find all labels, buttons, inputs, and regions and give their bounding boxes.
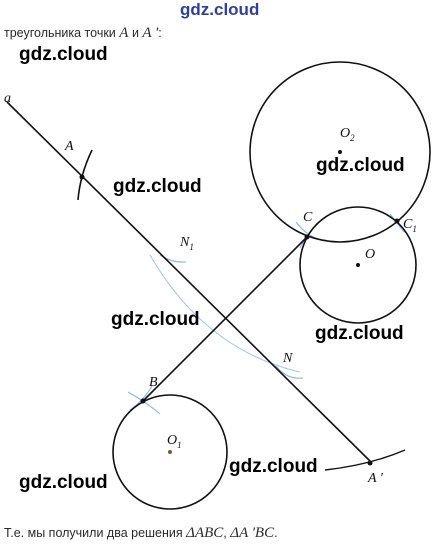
label-o2: O2 (340, 126, 355, 143)
label-c: C (303, 210, 313, 225)
label-a: A (64, 139, 74, 154)
watermark: gdz.cloud (229, 456, 318, 477)
watermark: gdz.cloud (315, 323, 404, 344)
intro-text: треугольника точки A и A ': (4, 25, 162, 42)
circle-o2 (249, 61, 431, 243)
intro-end: : (158, 26, 162, 40)
circle-o1 (112, 394, 228, 510)
watermark: gdz.cloud (111, 309, 200, 330)
outro-text-body: Т.е. мы получили два решения (4, 526, 183, 540)
top-watermark: gdz.cloud (180, 0, 260, 19)
circle-o (299, 206, 417, 324)
point-o2 (338, 150, 342, 154)
label-n1: N1 (179, 235, 194, 252)
label-n1-main: N (179, 235, 190, 250)
point-c1 (394, 218, 400, 224)
point-o (356, 263, 360, 267)
label-o2-sub: 2 (350, 133, 355, 143)
watermark: gdz.cloud (19, 44, 108, 65)
label-o: O (365, 247, 375, 262)
label-c1: C1 (403, 217, 417, 234)
intro-point-a: A (119, 25, 129, 41)
watermark: gdz.cloud (19, 472, 108, 493)
label-o1: O1 (167, 433, 182, 450)
outro-text: Т.е. мы получили два решения ΔABC, ΔA 'B… (4, 525, 278, 542)
label-a-prime: A ' (367, 471, 384, 486)
intro-text-body: треугольника точки (4, 26, 116, 40)
line-a (6, 101, 373, 464)
point-b (140, 398, 146, 404)
outro-separator: , (223, 526, 227, 540)
label-c1-main: C (403, 217, 413, 232)
watermark: gdz.cloud (316, 155, 405, 176)
watermark: gdz.cloud (113, 176, 202, 197)
outro-end: . (274, 526, 278, 540)
segment-bc (142, 236, 308, 402)
outro-triangle-2: ΔA 'BC (230, 525, 275, 541)
point-c (304, 234, 310, 240)
intro-point-a-prime: A ' (142, 25, 159, 41)
label-o1-sub: 1 (177, 440, 182, 450)
label-o2-main: O (340, 126, 350, 141)
point-o1 (168, 450, 172, 454)
label-b: B (149, 375, 158, 390)
arc-a-prime (324, 449, 406, 471)
label-n: N (282, 351, 293, 366)
label-line-a: a (4, 91, 11, 106)
point-a (79, 174, 85, 180)
label-n1-sub: 1 (189, 242, 194, 252)
label-o1-main: O (167, 433, 177, 448)
point-a-prime (367, 460, 373, 466)
construction-arc-n (275, 365, 304, 379)
label-c1-sub: 1 (412, 224, 417, 234)
intro-conjunction: и (131, 26, 139, 40)
outro-triangle-1: ΔABC (186, 525, 224, 541)
construction-arc-large (149, 254, 301, 373)
